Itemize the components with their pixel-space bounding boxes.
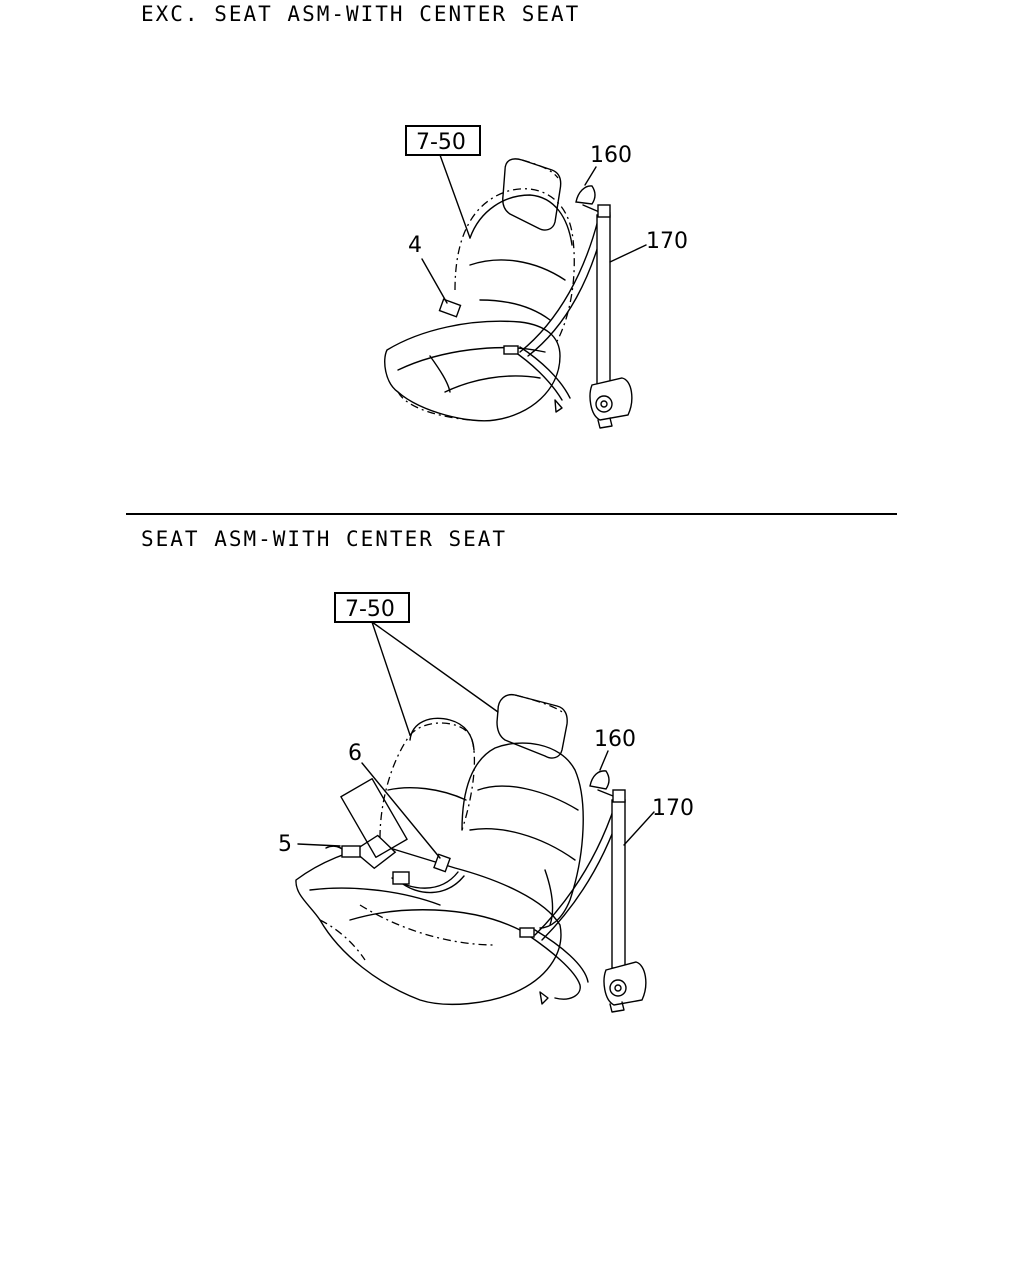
label-170-bottom: 170 — [652, 796, 694, 821]
center-seat-back — [379, 717, 476, 839]
leader-5 — [297, 843, 341, 847]
seat-belt-170-bottom — [603, 789, 647, 1013]
seat-back-top — [454, 188, 575, 346]
ref-label-bottom: 7-50 — [345, 597, 395, 622]
bottom-diagram: 7-50 — [278, 592, 694, 1013]
leader-170-top — [609, 244, 647, 263]
ref-box-top — [405, 125, 481, 156]
label-4: 4 — [408, 233, 422, 258]
center-lap-belt-6 — [340, 777, 465, 894]
label-160-top: 160 — [590, 143, 632, 168]
top-diagram: 7-50 4 — [384, 125, 688, 429]
leader-160-top — [584, 166, 597, 186]
ref-label-top: 7-50 — [416, 130, 466, 155]
section-divider — [126, 513, 897, 515]
ref-leader-bottom-a — [371, 621, 411, 736]
seat-belt-170-top — [589, 204, 633, 429]
buckle-5 — [325, 845, 361, 858]
label-170-top: 170 — [646, 229, 688, 254]
bench-cushion — [295, 844, 562, 1006]
buckle-4 — [438, 298, 462, 318]
headrest-top — [502, 158, 562, 231]
belt-webbing-top — [503, 219, 605, 413]
leader-6 — [361, 762, 441, 859]
label-6: 6 — [348, 741, 362, 766]
driver-seat-back — [461, 742, 584, 929]
diagram-title-top: EXC. SEAT ASM-WITH CENTER SEAT — [141, 2, 581, 26]
leader-160-bottom — [599, 750, 609, 771]
leader-4 — [421, 258, 448, 304]
diagram-title-bottom: SEAT ASM-WITH CENTER SEAT — [141, 527, 508, 551]
ref-leader-bottom-b — [371, 621, 499, 713]
leader-170-bottom — [623, 811, 655, 846]
ref-leader-top — [439, 154, 471, 239]
label-160-bottom: 160 — [594, 727, 636, 752]
headrest-bottom — [496, 693, 568, 759]
seat-cushion-top — [384, 320, 561, 422]
label-5: 5 — [278, 832, 292, 857]
